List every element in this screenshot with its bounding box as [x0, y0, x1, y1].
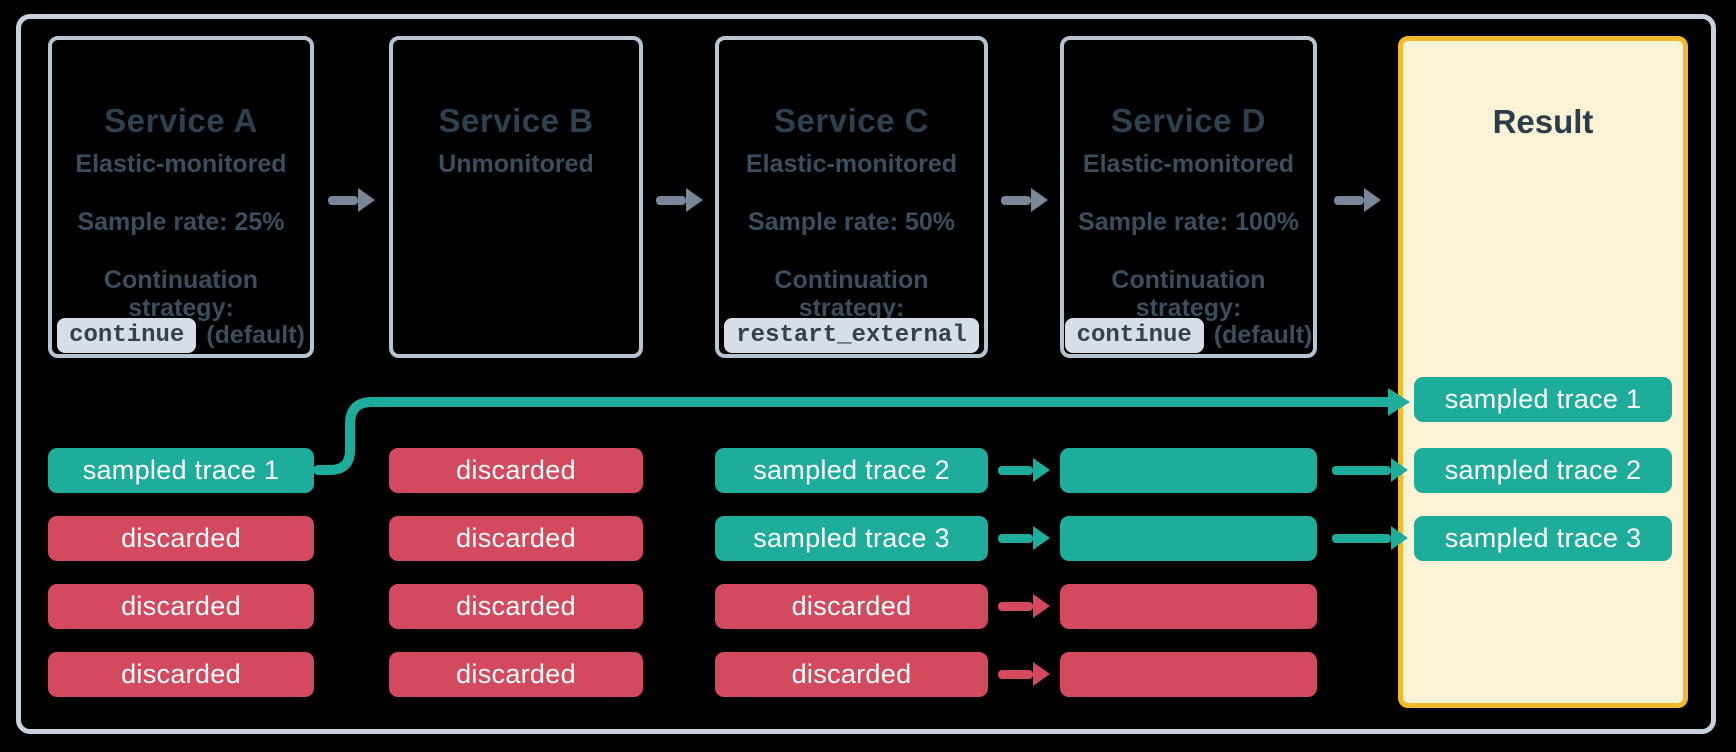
service-c-strategy-code-chip: restart_external	[724, 318, 979, 353]
service-c-continuation-line1: Continuation	[774, 266, 929, 294]
service-c-monitoring: Elastic-monitored	[745, 150, 958, 178]
service-d-monitoring: Elastic-monitored	[1082, 150, 1295, 178]
result-pill-sampled-trace-3: sampled trace 3	[1414, 516, 1672, 561]
service-a-monitoring: Elastic-monitored	[75, 150, 287, 178]
result-pill-sampled-trace-1: sampled trace 1	[1414, 377, 1672, 422]
trace-pill-c1-sampled: sampled trace 2	[715, 448, 988, 493]
service-a-strategy-code-chip: continue	[57, 318, 197, 353]
arrow-right-icon	[1001, 188, 1048, 212]
service-a-title: Service A	[104, 102, 258, 139]
arrow-head	[358, 188, 375, 212]
trace-pill-d1-sampled	[1060, 448, 1317, 493]
trace-arrow-right-icon	[998, 662, 1050, 686]
arrow-head	[1364, 188, 1381, 212]
trace-pill-a4-discarded: discarded	[48, 652, 314, 697]
diagram-outer-frame	[16, 14, 1716, 734]
result-title: Result	[1492, 103, 1594, 140]
arrow-shaft	[656, 195, 686, 205]
arrow-shaft	[1001, 195, 1031, 205]
service-c-strategy-row: restart_external	[719, 318, 984, 353]
service-c-continuation-line2: strategy:	[798, 294, 905, 322]
arrow-head	[1033, 594, 1050, 618]
service-a-continuation-line1: Continuation	[103, 266, 259, 294]
arrow-shaft	[998, 465, 1033, 475]
service-c-sample-rate: Sample rate: 50%	[747, 208, 956, 236]
trace-pill-d2-sampled	[1060, 516, 1317, 561]
service-a-box: Service A Elastic-monitored Sample rate:…	[48, 36, 314, 358]
arrow-right-icon	[656, 188, 703, 212]
service-a-strategy-note: (default)	[206, 321, 305, 349]
arrow-shaft	[1334, 195, 1364, 205]
arrow-head	[1391, 526, 1408, 550]
trace-arrow-right-icon	[998, 458, 1050, 482]
arrow-shaft	[1332, 533, 1391, 543]
service-a-continuation-line2: strategy:	[128, 294, 234, 322]
service-d-strategy-row: continue (default)	[1064, 318, 1313, 353]
trace-pill-c2-sampled: sampled trace 3	[715, 516, 988, 561]
trace-pill-c4-discarded: discarded	[715, 652, 988, 697]
arrow-head	[1031, 188, 1048, 212]
trace-pill-a3-discarded: discarded	[48, 584, 314, 629]
trace-pill-b4-discarded: discarded	[389, 652, 643, 697]
service-d-continuation-line2: strategy:	[1135, 294, 1242, 322]
service-b-monitoring: Unmonitored	[438, 150, 594, 178]
trace-pill-c3-discarded: discarded	[715, 584, 988, 629]
trace-arrow-right-icon	[998, 526, 1050, 550]
trace-arrow-right-icon	[1332, 526, 1408, 550]
arrow-right-icon	[1334, 188, 1381, 212]
service-a-strategy-row: continue (default)	[52, 318, 310, 353]
trace-pill-a1-sampled: sampled trace 1	[48, 448, 314, 493]
arrow-shaft	[998, 669, 1033, 679]
service-a-sample-rate: Sample rate: 25%	[77, 208, 285, 236]
trace-pill-b1-discarded: discarded	[389, 448, 643, 493]
trace-pill-b2-discarded: discarded	[389, 516, 643, 561]
service-d-box: Service D Elastic-monitored Sample rate:…	[1060, 36, 1317, 358]
arrow-head	[1033, 458, 1050, 482]
trace-arrow-right-icon	[998, 594, 1050, 618]
service-c-box: Service C Elastic-monitored Sample rate:…	[715, 36, 988, 358]
trace-arrow-right-icon	[1332, 458, 1408, 482]
service-c-title: Service C	[774, 102, 929, 139]
arrow-shaft	[998, 601, 1033, 611]
service-b-box: Service B Unmonitored	[389, 36, 643, 358]
arrow-shaft	[998, 533, 1033, 543]
result-pill-sampled-trace-2: sampled trace 2	[1414, 448, 1672, 493]
arrow-shaft	[1332, 465, 1391, 475]
service-d-title: Service D	[1111, 102, 1266, 139]
trace-pill-a2-discarded: discarded	[48, 516, 314, 561]
service-d-strategy-code-chip: continue	[1064, 318, 1204, 353]
trace-pill-d4-discarded	[1060, 652, 1317, 697]
service-d-strategy-note: (default)	[1213, 321, 1313, 349]
arrow-head	[1033, 662, 1050, 686]
service-d-continuation-line1: Continuation	[1111, 266, 1266, 294]
arrow-head	[1391, 458, 1408, 482]
arrow-right-icon	[328, 188, 375, 212]
arrow-head	[686, 188, 703, 212]
trace-pill-d3-discarded	[1060, 584, 1317, 629]
arrow-head	[1033, 526, 1050, 550]
service-b-title: Service B	[438, 102, 594, 139]
arrow-shaft	[328, 195, 358, 205]
service-d-sample-rate: Sample rate: 100%	[1078, 208, 1299, 236]
trace-pill-b3-discarded: discarded	[389, 584, 643, 629]
result-box: Result	[1398, 36, 1688, 708]
